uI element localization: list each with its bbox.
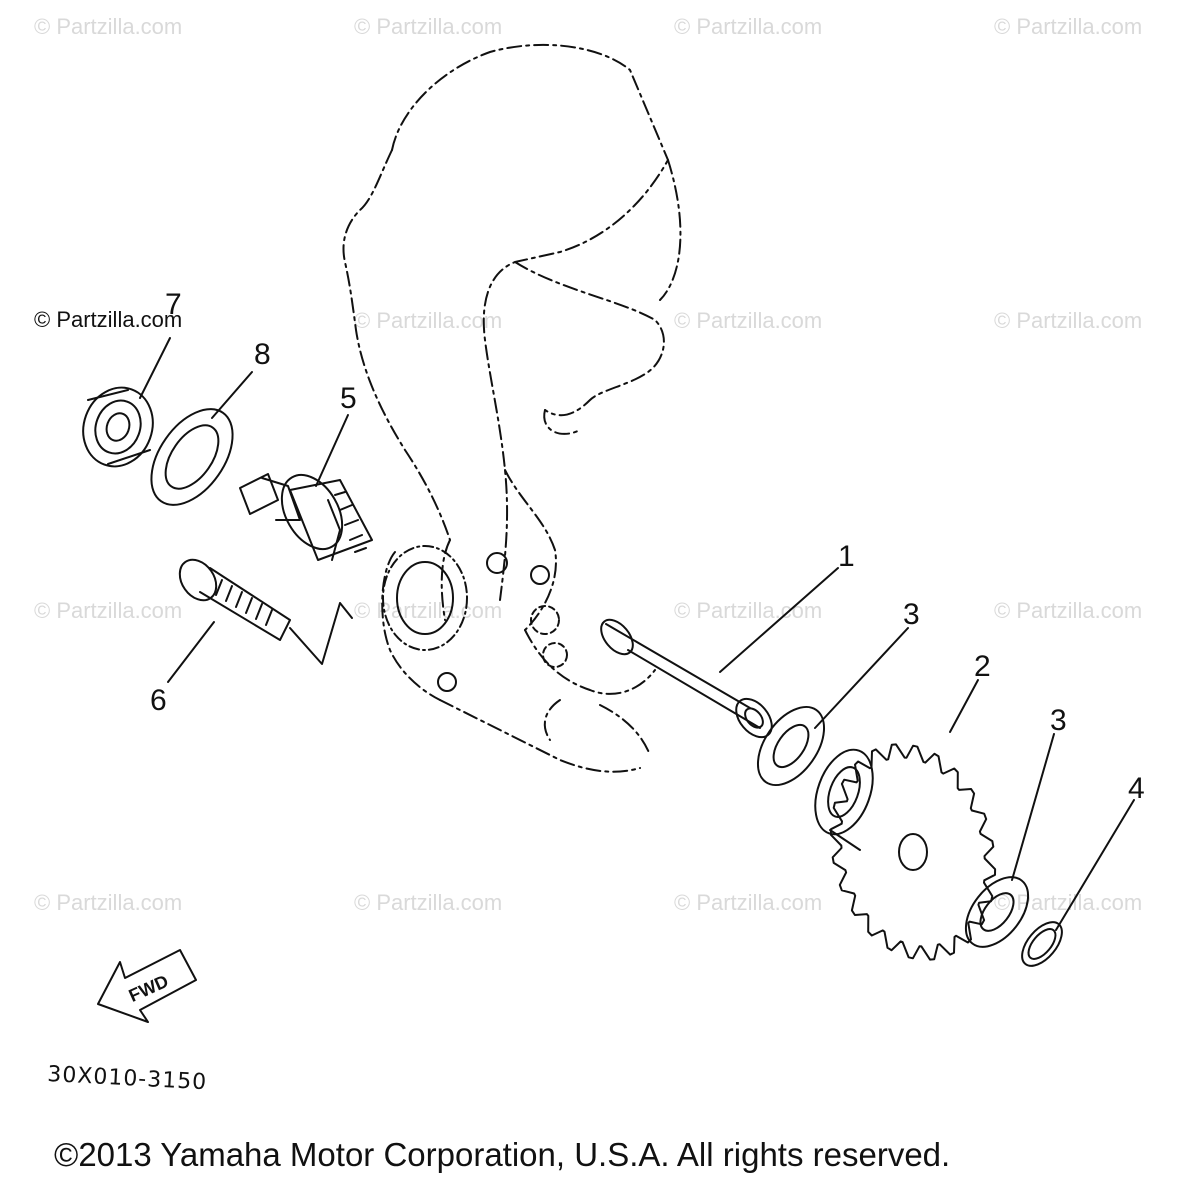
callout-1: 1 <box>838 540 855 573</box>
callout-5: 5 <box>340 382 357 415</box>
watermark: © Partzilla.com <box>34 14 183 39</box>
part-1-shaft <box>600 618 773 739</box>
case-mounting-boss <box>382 545 568 692</box>
crankcase-outline <box>342 43 682 773</box>
watermark: © Partzilla.com <box>994 14 1143 39</box>
watermark: © Partzilla.com <box>674 890 823 915</box>
callout-6: 6 <box>150 684 167 717</box>
part-5-gear-shaft <box>239 473 373 561</box>
part-3-washer-lower <box>964 876 1030 948</box>
part-8-washer <box>150 408 234 506</box>
watermark: © Partzilla.com <box>34 890 183 915</box>
bolt-alignment-line <box>289 602 353 665</box>
primary-watermark: © Partzilla.com <box>34 307 183 332</box>
callout-4: 4 <box>1128 772 1145 805</box>
watermark: © Partzilla.com <box>994 308 1143 333</box>
watermark: © Partzilla.com <box>354 308 503 333</box>
watermark: © Partzilla.com <box>674 14 823 39</box>
part-6-bolt <box>178 558 291 641</box>
watermark: © Partzilla.com <box>34 598 183 623</box>
part-2-gear <box>814 743 997 961</box>
part-7-oil-seal <box>82 386 154 468</box>
callout-7: 7 <box>165 288 182 321</box>
watermark: © Partzilla.com <box>674 598 823 623</box>
watermark: © Partzilla.com <box>994 598 1143 623</box>
part-3-washer-upper <box>756 705 826 787</box>
watermark: © Partzilla.com <box>354 14 503 39</box>
callout-8: 8 <box>254 338 271 371</box>
callout-leaders <box>139 337 1135 931</box>
callout-3-lower: 3 <box>1050 704 1067 737</box>
watermark: © Partzilla.com <box>354 598 503 623</box>
part-4-circlip <box>1021 921 1063 967</box>
watermark: © Partzilla.com <box>674 308 823 333</box>
watermark: © Partzilla.com <box>354 890 503 915</box>
callout-3-upper: 3 <box>903 598 920 631</box>
callout-2: 2 <box>974 650 991 683</box>
fwd-arrow-icon <box>97 949 197 1023</box>
fwd-label: FWD <box>126 971 172 1006</box>
copyright-notice: ©2013 Yamaha Motor Corporation, U.S.A. A… <box>54 1136 951 1173</box>
